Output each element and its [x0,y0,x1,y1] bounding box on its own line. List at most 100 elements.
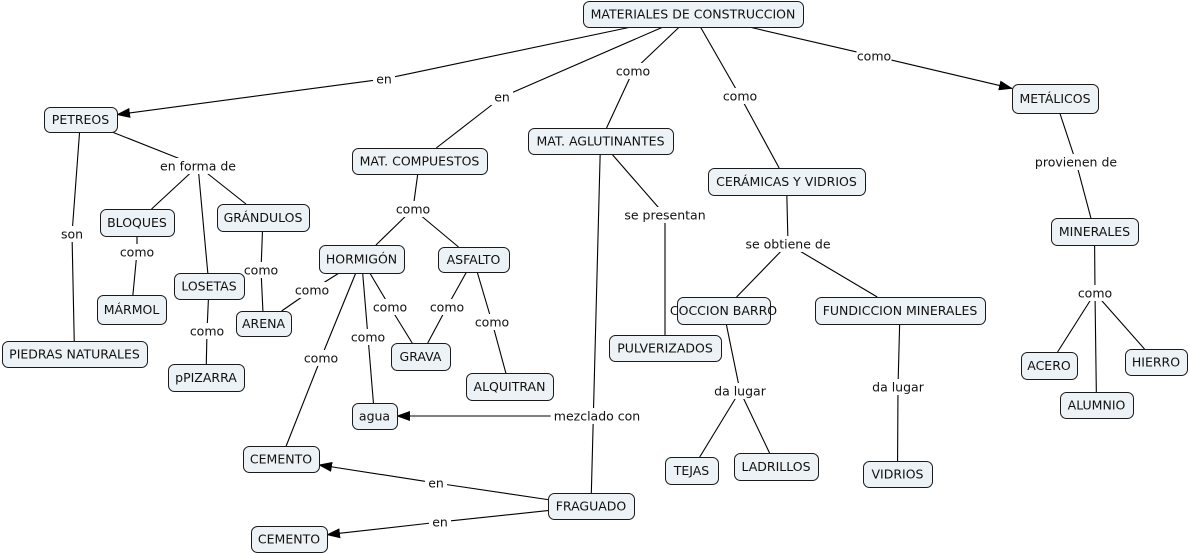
concept-node-text: GRAVA [400,349,442,364]
link-label-provienen: provienen de [1029,154,1123,170]
connector-en-frag2-to-cemento2 [326,522,430,539]
concept-node-coccion: COCCION BARRO [670,297,777,325]
link-label-como-bloq: como [119,244,155,260]
connector-aglutinantes-to-sepresentan [611,153,660,209]
concept-node-metalicos: METÁLICOS [1012,84,1099,114]
link-label-text: como [723,89,757,104]
connector-hormigon-to-como-horm-cem [323,272,357,352]
connector-aglutinantes-to-fraguado [590,153,601,494]
concept-node-box [251,526,328,553]
concept-node-box [352,148,488,175]
link-label-text: en [432,515,448,530]
concept-node-piedras: PIEDRAS NATURALES [2,341,148,368]
concept-node-box [44,107,118,133]
link-label-text: como [190,324,224,339]
concept-node-text: METÁLICOS [1019,91,1090,106]
link-label-background [58,226,86,242]
connector-asfalto-to-como-asf-grava [450,271,468,301]
connector-como-los-to-pizarra [205,337,208,365]
connector-como-horm-arena-to-arena [281,296,303,312]
concept-node-aglutinantes: MAT. AGLUTINANTES [528,128,674,155]
concept-node-pulverizados: PULVERIZADOS [609,335,722,362]
connector-asfalto-to-como-asf-alq [476,271,491,316]
link-label-text: en [376,72,392,87]
concept-node-pizarra: pPIZARRA [168,364,245,392]
link-label-text: provienen de [1035,155,1117,170]
link-label-en1: en [373,71,395,87]
link-label-text: como [244,263,278,278]
link-label-background [350,329,386,345]
link-label-como-horm-grava: como [372,299,408,315]
concept-node-box [319,245,405,274]
link-label-background [550,408,644,424]
concept-node-alquitran: ALQUITRAN [466,373,554,401]
concept-node-text: agua [359,409,390,424]
concept-node-grava: GRAVA [391,343,451,371]
link-label-en-frag1: en [425,475,447,491]
link-label-background [1029,154,1123,170]
concept-node-box [708,168,866,196]
concept-node-hierro: HIERRO [1125,349,1188,376]
concept-node-box [174,273,245,300]
link-label-text: como [616,64,650,79]
link-label-text: en [428,476,444,491]
concept-node-box [815,297,986,325]
connector-losetas-to-como-los [206,298,209,325]
concept-node-text: ALQUITRAN [474,379,546,394]
link-label-background [618,207,712,223]
concept-node-text: pPIZARRA [175,370,237,385]
concept-node-text: PIEDRAS NATURALES [9,347,140,362]
link-label-text: como [120,245,154,260]
concept-node-text: CEMENTO [258,532,320,547]
concept-node-text: COCCION BARRO [670,303,777,318]
concept-node-box [217,204,310,232]
link-label-como-horm-cem: como [303,350,339,366]
concept-node-box [438,247,510,273]
link-label-background [294,282,330,298]
connector-root-to-en1 [394,26,632,78]
concept-node-hormigon: HORMIGÓN [319,245,405,274]
concept-node-text: TEJAS [673,463,710,478]
link-label-como-aglut: como [615,63,651,79]
link-label-background [491,89,513,105]
link-label-text: como [430,300,464,315]
connector-como-metal-to-metalicos [891,59,1013,91]
concept-node-agua: agua [352,403,398,430]
concept-node-box [1060,392,1134,419]
concept-node-petreos: PETREOS [44,107,118,133]
connector-coccion-to-dalugar1 [725,323,740,385]
concept-node-grandulos: GRÁNDULOS [217,204,310,232]
concept-node-text: CERÁMICAS Y VIDRIOS [716,174,857,189]
connector-hormigon-to-como-horm-arena [322,272,340,284]
concept-node-bloques: BLOQUES [100,209,175,237]
link-label-como-ceram: como [722,88,758,104]
connector-como-comp-to-asfalto [421,215,459,248]
concept-node-box [863,461,933,488]
connector-como-horm-cem-to-cemento1 [285,364,319,447]
concept-node-text: FUNDICCION MINERALES [823,303,978,318]
concept-node-text: MAT. COMPUESTOS [360,154,480,169]
connector-root-to-en2 [512,26,664,93]
concept-node-tejas: TEJAS [665,457,719,485]
connector-como-min-to-acero [1057,299,1092,353]
concept-node-box [528,128,674,155]
concept-node-box [243,446,320,473]
link-label-text: como [304,351,338,366]
link-label-text: como [475,315,509,330]
connector-seobtiene-to-fundiccion [799,250,878,298]
concept-node-text: BLOQUES [107,215,167,230]
link-label-como-los: como [189,323,225,339]
concept-node-box [665,457,719,485]
link-label-text: son [61,227,83,242]
link-label-como-min: como [1077,285,1113,301]
concept-node-text: MATERIALES DE CONSTRUCCION [591,7,796,22]
link-label-text: como [396,202,430,217]
link-label-como-horm-arena: como [294,282,330,298]
concept-node-box [734,453,819,481]
concept-node-box [466,373,554,401]
concept-node-box [609,335,722,362]
connector-son-to-piedras [71,240,75,342]
link-label-background [722,88,758,104]
connector-seobtiene-to-coccion [736,250,782,298]
concept-node-box [236,311,292,337]
